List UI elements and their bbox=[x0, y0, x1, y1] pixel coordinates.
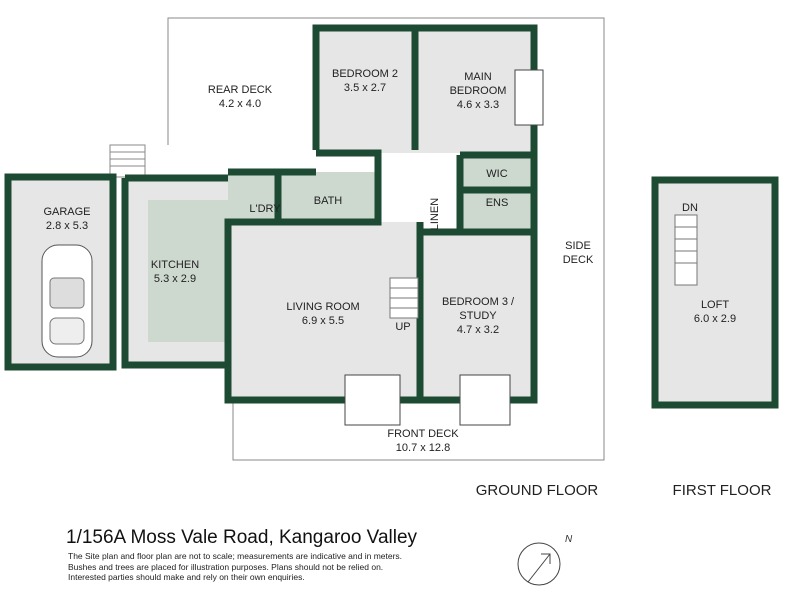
compass-icon: N bbox=[517, 534, 573, 586]
front-deck-label: FRONT DECK bbox=[387, 428, 459, 440]
kitchen-label: KITCHEN bbox=[151, 259, 199, 271]
stairs-up-label: UP bbox=[395, 321, 410, 333]
side-deck-label-2: DECK bbox=[563, 254, 594, 266]
living-room-label: LIVING ROOM bbox=[286, 301, 359, 313]
deck-outline bbox=[167, 17, 605, 461]
doors bbox=[344, 69, 544, 426]
main-bedroom-size: 4.6 x 3.3 bbox=[457, 99, 499, 111]
bedroom2-size: 3.5 x 2.7 bbox=[344, 82, 386, 94]
floors bbox=[8, 28, 775, 405]
garage-size: 2.8 x 5.3 bbox=[46, 220, 88, 232]
disclaimer: The Site plan and floor plan are not to … bbox=[68, 551, 402, 583]
ground-stairs bbox=[389, 277, 419, 319]
bedroom3-size: 4.7 x 3.2 bbox=[457, 324, 499, 336]
bath-label: BATH bbox=[314, 195, 343, 207]
wic-label: WIC bbox=[486, 168, 507, 180]
laundry-label: L'DRY bbox=[249, 203, 281, 215]
car-icon bbox=[41, 244, 93, 358]
ens-label: ENS bbox=[486, 197, 509, 209]
kitchen-size: 5.3 x 2.9 bbox=[154, 273, 196, 285]
living-room-size: 6.9 x 5.5 bbox=[302, 315, 344, 327]
stairs-dn-label: DN bbox=[682, 202, 698, 214]
linen-label: LINEN bbox=[429, 198, 441, 230]
side-deck-label-1: SIDE bbox=[565, 240, 591, 252]
compass-north-label: N bbox=[565, 534, 573, 545]
ground-floor-title: GROUND FLOOR bbox=[476, 482, 599, 499]
rear-deck-size: 4.2 x 4.0 bbox=[219, 98, 261, 110]
walls bbox=[4, 24, 779, 409]
rear-stairs bbox=[109, 144, 146, 178]
property-address: 1/156A Moss Vale Road, Kangaroo Valley bbox=[66, 527, 418, 548]
garage-label: GARAGE bbox=[43, 206, 90, 218]
first-floor-title: FIRST FLOOR bbox=[673, 482, 772, 499]
main-bedroom-label-2: BEDROOM bbox=[450, 85, 507, 97]
loft-label: LOFT bbox=[701, 299, 729, 311]
loft-stairs bbox=[674, 214, 698, 286]
rear-deck-label: REAR DECK bbox=[208, 84, 273, 96]
main-bedroom-label-1: MAIN bbox=[464, 71, 492, 83]
disclaimer-line: Interested parties should make and rely … bbox=[68, 572, 305, 582]
disclaimer-line: Bushes and trees are placed for illustra… bbox=[68, 561, 384, 572]
front-deck-size: 10.7 x 12.8 bbox=[396, 442, 450, 454]
disclaimer-line: The Site plan and floor plan are not to … bbox=[68, 551, 403, 561]
bedroom3-label-2: STUDY bbox=[459, 310, 497, 322]
loft-size: 6.0 x 2.9 bbox=[694, 313, 736, 325]
bedroom2-label: BEDROOM 2 bbox=[332, 68, 398, 80]
bedroom3-label-1: BEDROOM 3 / bbox=[442, 296, 515, 308]
